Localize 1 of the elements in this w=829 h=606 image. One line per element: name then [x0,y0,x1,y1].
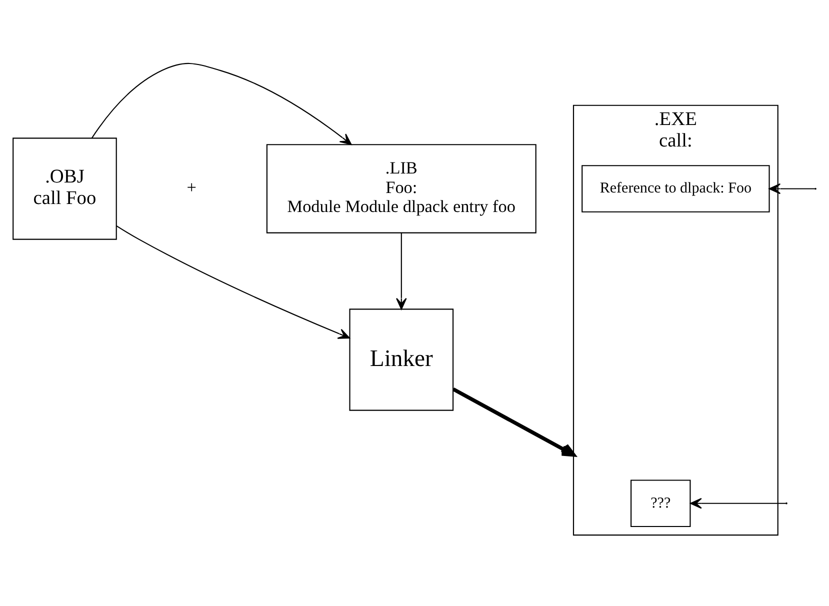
label: + [186,177,197,196]
